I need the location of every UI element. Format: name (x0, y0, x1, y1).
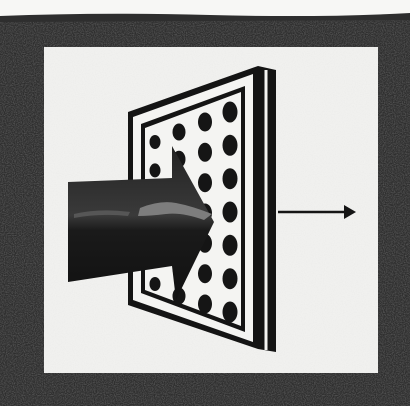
plate-hole (198, 143, 212, 162)
plate-hole (223, 268, 238, 289)
plate-hole (198, 173, 212, 192)
plate-hole (150, 277, 161, 291)
plate-hole (223, 168, 238, 189)
plate-hole (223, 202, 238, 223)
plate-hole (223, 235, 238, 256)
plate-hole (150, 163, 161, 177)
plate-hole (198, 264, 212, 283)
plate-hole (198, 113, 212, 132)
plate-hole (223, 135, 238, 156)
plate-hole (150, 135, 161, 149)
plate-hole (198, 295, 212, 314)
plate-hole (223, 102, 238, 123)
plate-hole (223, 302, 238, 323)
plate-hole (173, 124, 186, 141)
